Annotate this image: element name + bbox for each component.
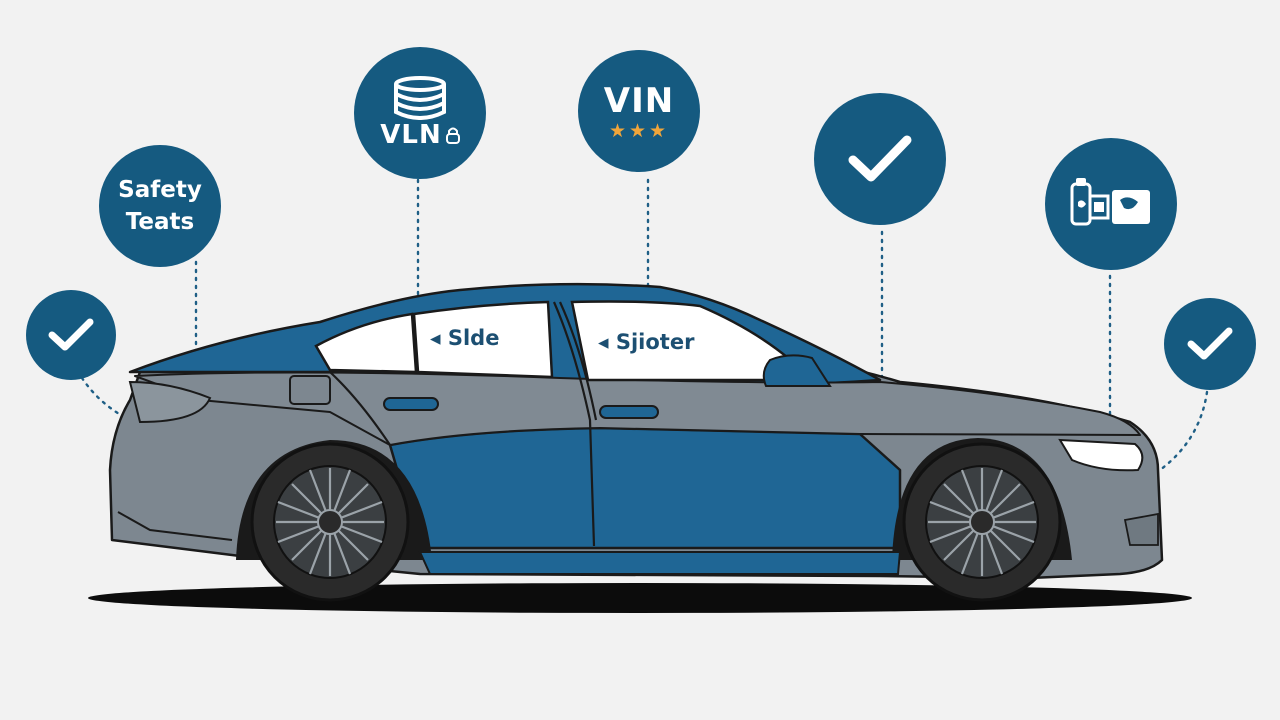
rear-window: [314, 312, 418, 374]
callout-check-2: [814, 93, 946, 225]
door-lines: [329, 301, 598, 547]
star-rating: ★★★: [608, 120, 670, 142]
callout-inspection: [1045, 138, 1177, 270]
vin-rating-label: VIN: [603, 81, 675, 121]
lock-icon: [445, 127, 460, 144]
database-icon: [394, 76, 446, 120]
inspection-icon: [1070, 178, 1150, 226]
callout-vin-rating: VIN ★★★: [578, 50, 700, 172]
rear-wheel: [250, 442, 410, 602]
checkmark-icon: [48, 318, 94, 351]
fuel-flap: [289, 375, 331, 405]
safety-line-2: Teats: [125, 209, 195, 235]
side-mirror: [762, 354, 832, 387]
front-wheel: [902, 442, 1062, 602]
callout-check-3: [1164, 298, 1256, 390]
side-skirt: [418, 551, 902, 575]
rear-bumper-detail: [117, 511, 233, 541]
rear-door-handle: [383, 397, 439, 411]
callout-vin-database: VLN: [354, 47, 486, 179]
safety-line-1: Safety: [118, 177, 202, 203]
headlight: [1058, 438, 1144, 472]
checkmark-icon: [848, 135, 912, 182]
front-door-handle: [599, 405, 659, 419]
car-door-panels: [388, 426, 902, 550]
checkmark-icon: [1187, 327, 1233, 360]
connector-line-7: [1158, 390, 1209, 472]
callout-check-1: [26, 290, 116, 380]
rear-window-label: ◂ Slde: [430, 326, 500, 350]
vin-database-label: VLN: [380, 120, 442, 150]
front-window-label: ◂ Sjioter: [598, 330, 695, 354]
vin-row: VLN: [380, 120, 460, 150]
middle-window: [412, 300, 554, 379]
tail-light: [128, 380, 212, 424]
front-bumper-detail: [1123, 512, 1159, 546]
callout-safety-tests: Safety Teats: [99, 145, 221, 267]
